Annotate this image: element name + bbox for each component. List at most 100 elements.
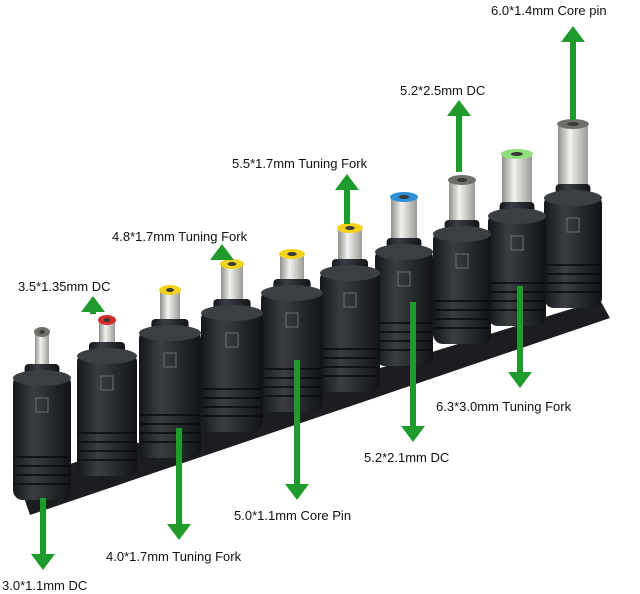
grip-ring (78, 450, 136, 452)
grip-ring (140, 441, 200, 443)
tip-hole (345, 226, 355, 230)
label-6-0x1-4-core-pin: 6.0*1.4mm Core pin (491, 3, 607, 18)
label-5-0x1-1-core-pin: 5.0*1.1mm Core Pin (234, 508, 352, 523)
tip-hole (287, 252, 297, 256)
tip-hole (567, 122, 579, 126)
connector-cap (261, 285, 323, 301)
embossed-mark (510, 235, 524, 251)
connector-cap (13, 370, 71, 386)
connector-body (261, 289, 323, 412)
label-5-5x1-7-tuning-fork: 5.5*1.7mm Tuning Fork (232, 156, 368, 171)
connector-5-2x2-5 (433, 175, 491, 344)
grip-ring (78, 459, 136, 461)
grip-ring (321, 366, 379, 368)
arrow-head (210, 244, 234, 260)
connector-cap (139, 325, 201, 341)
grip-ring (321, 348, 379, 350)
arrow-head (31, 554, 55, 570)
grip-ring (376, 340, 432, 342)
tip-hole (39, 330, 45, 334)
tip-hole (103, 318, 111, 322)
arrow-head (447, 100, 471, 116)
arrow-3-0x1-1 (31, 498, 55, 570)
grip-ring (78, 441, 136, 443)
grip-ring (262, 386, 322, 388)
grip-ring (78, 432, 136, 434)
arrow-head (81, 296, 105, 312)
label-4-8x1-7-tuning-fork: 4.8*1.7mm Tuning Fork (112, 229, 248, 244)
grip-ring (545, 273, 601, 275)
grip-ring (376, 349, 432, 351)
grip-ring (202, 406, 262, 408)
grip-ring (14, 456, 70, 458)
grip-ring (434, 318, 490, 320)
arrow-shaft (294, 360, 300, 484)
connector-body (544, 194, 602, 308)
embossed-mark (163, 352, 177, 368)
embossed-mark (285, 312, 299, 328)
connector-5-0x1-1 (261, 249, 323, 412)
grip-ring (545, 282, 601, 284)
embossed-mark (566, 217, 580, 233)
arrow-4-8x1-7 (210, 244, 234, 260)
arrow-5-5x1-7 (335, 174, 359, 224)
connector-body (488, 212, 546, 326)
arrow-head (335, 174, 359, 190)
embossed-mark (343, 292, 357, 308)
tip-hole (227, 262, 237, 266)
arrow-6-0x1-4 (561, 26, 585, 120)
grip-ring (202, 397, 262, 399)
grip-ring (321, 375, 379, 377)
arrow-6-3x3-0 (508, 286, 532, 388)
grip-ring (202, 388, 262, 390)
arrow-head (167, 524, 191, 540)
arrow-5-2x2-1 (401, 302, 425, 442)
embossed-mark (35, 397, 49, 413)
connector-3-5x1-35 (77, 315, 137, 476)
connector-cap (201, 305, 263, 321)
arrow-3-5x1-35 (81, 296, 105, 314)
arrow-4-0x1-7 (167, 428, 191, 540)
arrow-shaft (410, 302, 416, 426)
arrow-shaft (176, 428, 182, 524)
connector-body (375, 248, 433, 366)
embossed-mark (225, 332, 239, 348)
grip-ring (140, 432, 200, 434)
grip-ring (434, 300, 490, 302)
connector-cap (375, 244, 433, 260)
connector-5-5x1-7 (320, 223, 380, 392)
grip-ring (14, 483, 70, 485)
label-4-0x1-7-tuning-fork: 4.0*1.7mm Tuning Fork (106, 549, 242, 564)
connector-body (13, 374, 71, 500)
arrow-5-2x2-5 (447, 100, 471, 172)
grip-ring (262, 368, 322, 370)
arrow-head (561, 26, 585, 42)
arrow-head (285, 484, 309, 500)
grip-ring (545, 264, 601, 266)
connector-cap (433, 226, 491, 242)
grip-ring (14, 465, 70, 467)
connector-body (320, 269, 380, 392)
connector-body (139, 329, 201, 458)
label-3-0x1-1-dc: 3.0*1.1mm DC (2, 578, 88, 593)
label-6-3x3-0-tuning-fork: 6.3*3.0mm Tuning Fork (436, 399, 572, 414)
label-5-2x2-5-dc: 5.2*2.5mm DC (400, 83, 486, 98)
arrow-head (508, 372, 532, 388)
label-5-2x2-1-dc: 5.2*2.1mm DC (364, 450, 450, 465)
connector-6-3x3-0 (488, 149, 546, 326)
connector-4-0x1-7 (139, 285, 201, 458)
grip-ring (321, 357, 379, 359)
arrow-shaft (40, 498, 46, 554)
grip-ring (434, 327, 490, 329)
connector-body (433, 230, 491, 344)
connector-4-8x1-7 (201, 259, 263, 432)
connector-cap (77, 348, 137, 364)
grip-ring (376, 322, 432, 324)
connector-cap (488, 208, 546, 224)
connector-cap (320, 265, 380, 281)
grip-ring (14, 474, 70, 476)
tip-hole (511, 152, 523, 156)
connector-6-0x1-4 (544, 119, 602, 308)
